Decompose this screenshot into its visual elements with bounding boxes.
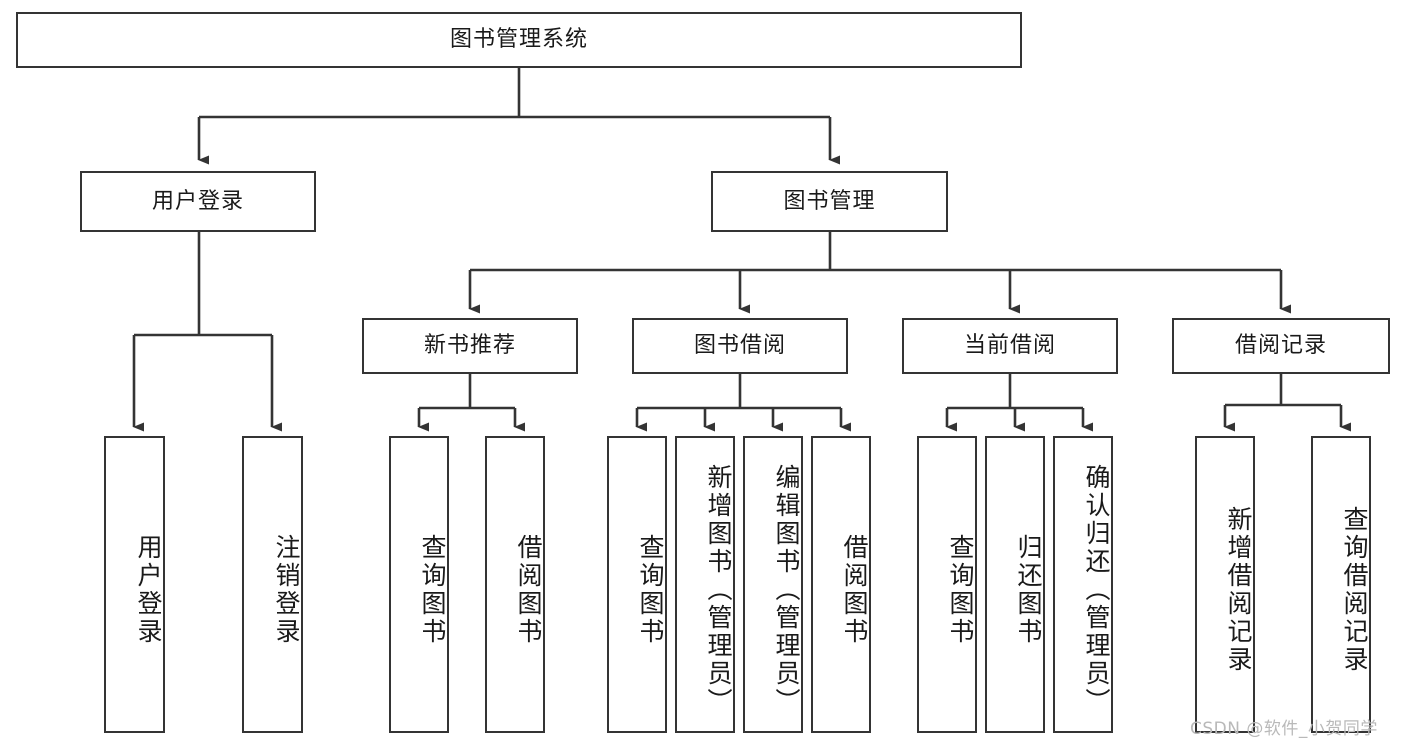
leaf-cb-confirm-return-label: 确认归还（管理员） (1082, 463, 1111, 716)
leaf-bb-edit-book[interactable]: 编辑图书（管理员） (743, 436, 803, 733)
node-borrow-record[interactable]: 借阅记录 (1172, 318, 1390, 374)
leaf-br-add-record-label: 新增借阅记录 (1224, 505, 1253, 674)
leaf-bb-query-book[interactable]: 查询图书 (607, 436, 667, 733)
leaf-user-login[interactable]: 用户登录 (104, 436, 165, 733)
leaf-cb-return-book[interactable]: 归还图书 (985, 436, 1045, 733)
node-book-borrow-label: 图书借阅 (693, 333, 786, 359)
leaf-bb-borrow-book[interactable]: 借阅图书 (811, 436, 871, 733)
leaf-br-query-record-label: 查询借阅记录 (1340, 505, 1369, 674)
node-root[interactable]: 图书管理系统 (16, 12, 1022, 68)
leaf-logout-label: 注销登录 (272, 533, 301, 646)
node-user-login-label: 用户登录 (151, 188, 244, 214)
node-current-borrow[interactable]: 当前借阅 (902, 318, 1118, 374)
node-book-management-label: 图书管理 (783, 188, 876, 214)
leaf-logout[interactable]: 注销登录 (242, 436, 303, 733)
leaf-br-query-record[interactable]: 查询借阅记录 (1311, 436, 1371, 733)
leaf-nb-query-book[interactable]: 查询图书 (389, 436, 449, 733)
leaf-cb-return-book-label: 归还图书 (1014, 533, 1043, 646)
node-root-label: 图书管理系统 (449, 27, 588, 53)
node-new-book-recommend-label: 新书推荐 (423, 333, 516, 359)
leaf-cb-confirm-return[interactable]: 确认归还（管理员） (1053, 436, 1113, 733)
node-book-management[interactable]: 图书管理 (711, 171, 948, 232)
leaf-nb-borrow-book[interactable]: 借阅图书 (485, 436, 545, 733)
leaf-cb-query-book[interactable]: 查询图书 (917, 436, 977, 733)
node-new-book-recommend[interactable]: 新书推荐 (362, 318, 578, 374)
node-user-login[interactable]: 用户登录 (80, 171, 316, 232)
leaf-bb-edit-book-label: 编辑图书（管理员） (772, 463, 801, 716)
leaf-user-login-label: 用户登录 (134, 533, 163, 646)
leaf-bb-add-book[interactable]: 新增图书（管理员） (675, 436, 735, 733)
leaf-bb-query-book-label: 查询图书 (636, 533, 665, 646)
leaf-bb-borrow-book-label: 借阅图书 (840, 533, 869, 646)
node-current-borrow-label: 当前借阅 (963, 333, 1056, 359)
node-borrow-record-label: 借阅记录 (1234, 333, 1327, 359)
leaf-nb-borrow-book-label: 借阅图书 (514, 533, 543, 646)
leaf-cb-query-book-label: 查询图书 (946, 533, 975, 646)
leaf-br-add-record[interactable]: 新增借阅记录 (1195, 436, 1255, 733)
leaf-bb-add-book-label: 新增图书（管理员） (704, 463, 733, 716)
leaf-nb-query-book-label: 查询图书 (418, 533, 447, 646)
csdn-watermark: CSDN @软件_小贺同学 (1190, 719, 1378, 739)
node-book-borrow[interactable]: 图书借阅 (632, 318, 848, 374)
